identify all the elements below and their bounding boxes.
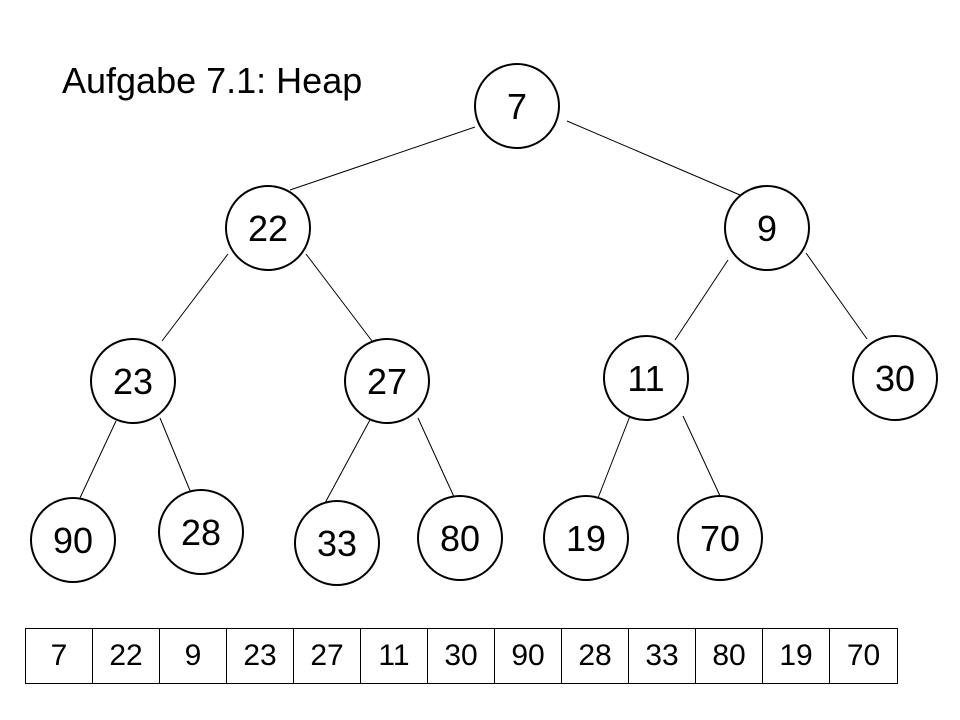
heap-node-7: 90	[30, 497, 116, 583]
heap-edge-0-2	[566, 120, 741, 196]
heap-edge-4-9	[324, 417, 372, 504]
heap-edge-1-4	[305, 253, 373, 342]
heap-node-1: 22	[225, 185, 311, 271]
heap-node-12: 70	[677, 495, 763, 581]
heap-node-9: 33	[294, 500, 380, 586]
heap-node-3: 23	[90, 338, 176, 424]
heap-node-circle	[294, 500, 380, 586]
array-cell-10: 80	[696, 629, 763, 683]
array-cell-11: 19	[763, 629, 830, 683]
heap-node-label: 9	[757, 208, 777, 249]
heap-edge-4-10	[417, 417, 456, 500]
array-cell-12: 70	[846, 639, 881, 672]
heap-node-label: 70	[700, 518, 740, 559]
heap-edge-0-1	[289, 126, 476, 191]
heap-node-circle	[344, 338, 430, 424]
heap-node-0: 7	[474, 63, 560, 149]
heap-node-circle	[603, 335, 689, 421]
array-cell-1: 22	[93, 629, 160, 683]
heap-node-label: 33	[317, 523, 357, 564]
diagram-title: Aufgabe 7.1: Heap	[62, 60, 363, 101]
heap-node-label: 27	[367, 361, 407, 402]
heap-node-8: 28	[158, 489, 244, 575]
heap-edge-2-6	[805, 252, 868, 340]
array-cell-9: 33	[629, 629, 696, 683]
heap-node-circle	[677, 495, 763, 581]
array-cell-5: 11	[361, 629, 428, 683]
heap-node-circle	[90, 338, 176, 424]
array-cell-3: 23	[227, 629, 294, 683]
heap-node-circle	[30, 497, 116, 583]
heap-node-4: 27	[344, 338, 430, 424]
heap-edges	[78, 120, 868, 504]
heap-node-label: 30	[875, 358, 915, 399]
heap-node-2: 9	[724, 185, 810, 271]
heap-node-11: 19	[543, 495, 629, 581]
heap-node-10: 80	[417, 495, 503, 581]
heap-node-circle	[417, 495, 503, 581]
array-cell-8: 28	[562, 629, 629, 683]
heap-edge-2-5	[674, 259, 729, 341]
heap-edge-3-8	[159, 417, 192, 494]
heap-tree: 7 22 9 23 27 11 30 90 28 33 80 19 70	[30, 63, 938, 586]
heap-node-circle	[474, 63, 560, 149]
array-cell-6: 30	[428, 629, 495, 683]
heap-nodes: 7 22 9 23 27 11 30 90 28 33 80 19 70	[30, 63, 938, 586]
heap-node-circle	[852, 335, 938, 421]
heap-node-label: 11	[627, 358, 664, 399]
heap-node-circle	[225, 185, 311, 271]
heap-node-label: 7	[507, 86, 527, 127]
heap-node-label: 23	[113, 361, 153, 402]
heap-node-circle	[724, 185, 810, 271]
heap-edge-5-12	[682, 415, 722, 499]
array-cell-0: 7	[26, 629, 93, 683]
heap-node-label: 28	[181, 512, 221, 553]
heap-node-6: 30	[852, 335, 938, 421]
heap-node-circle	[158, 489, 244, 575]
heap-node-5: 11	[603, 335, 689, 421]
heap-node-circle	[543, 495, 629, 581]
array-cell-2: 9	[160, 629, 227, 683]
array-cell-4: 27	[294, 629, 361, 683]
heap-node-label: 19	[566, 518, 606, 559]
heap-node-label: 90	[53, 520, 93, 561]
heap-edge-5-11	[597, 415, 631, 499]
heap-node-label: 22	[248, 208, 288, 249]
heap-edge-3-7	[78, 420, 117, 501]
array-cell-7: 90	[495, 629, 562, 683]
heap-edge-1-3	[161, 253, 229, 342]
heap-array: 7 22 9 23 27 11 30 90 28 33 80 19 70	[25, 628, 898, 684]
heap-node-label: 80	[440, 518, 480, 559]
